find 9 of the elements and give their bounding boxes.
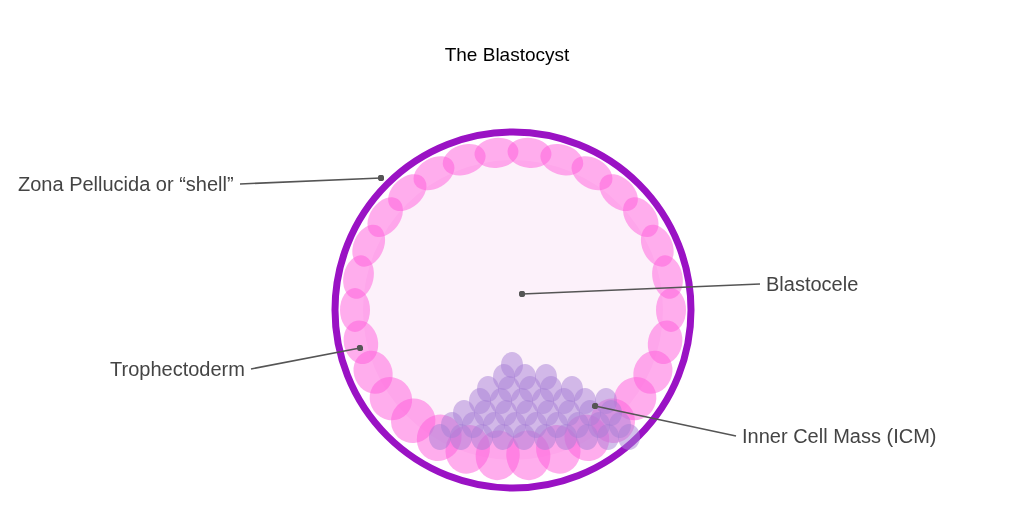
leader-line xyxy=(518,283,761,298)
title: The Blastocyst xyxy=(444,44,570,66)
leader-line xyxy=(239,174,385,185)
part-label: Trophectoderm xyxy=(110,357,245,381)
part-label: Inner Cell Mass (ICM) xyxy=(742,424,937,448)
part-label: Blastocele xyxy=(766,272,859,296)
part-label: Zona Pellucida or “shell” xyxy=(18,172,234,196)
leader-line xyxy=(591,402,737,437)
leader-line xyxy=(250,344,364,370)
